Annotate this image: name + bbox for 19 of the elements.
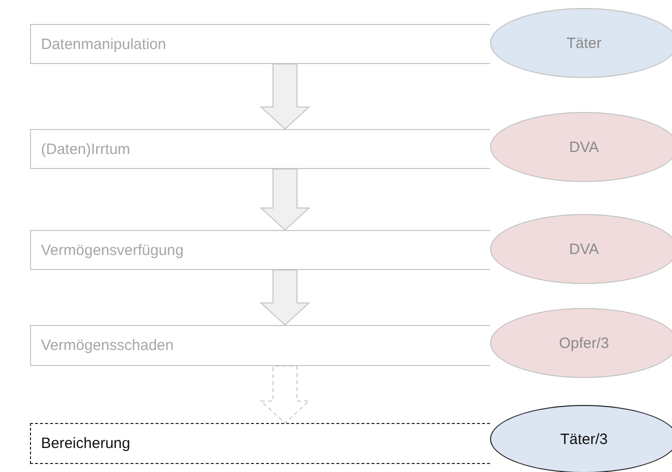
- role-label: Opfer/3: [558, 334, 610, 352]
- role-label: DVA: [569, 240, 599, 258]
- block-arrow: [260, 270, 310, 326]
- step-box: [30, 129, 490, 169]
- step-label: Vermögensschaden: [41, 337, 174, 354]
- block-arrow: [260, 168, 310, 231]
- step-box: [30, 423, 490, 464]
- block-arrow: [260, 366, 310, 424]
- role-label: DVA: [569, 138, 599, 156]
- step-box: [30, 24, 490, 64]
- step-box: [30, 325, 490, 366]
- step-label: Bereicherung: [41, 435, 130, 452]
- role-label: Täter/3: [560, 430, 608, 448]
- role-label: Täter: [566, 34, 602, 52]
- step-box: [30, 230, 490, 270]
- step-label: Vermögensverfügung: [41, 242, 184, 258]
- step-label: Datenmanipulation: [41, 36, 166, 52]
- block-arrow: [260, 64, 310, 130]
- step-label: (Daten)Irrtum: [41, 140, 130, 158]
